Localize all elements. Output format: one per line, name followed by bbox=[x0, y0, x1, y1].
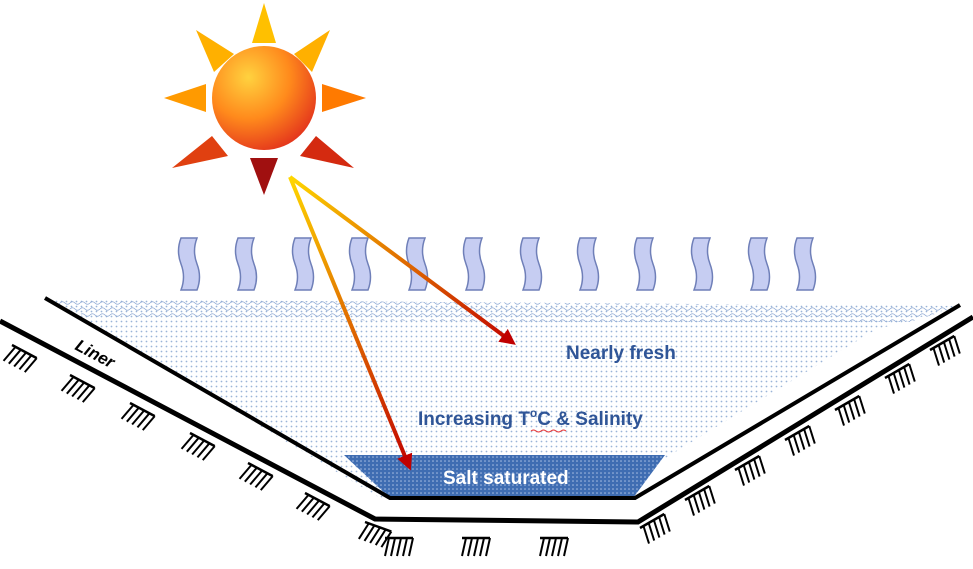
ray-to-salt-layer bbox=[288, 176, 413, 471]
spellcheck-underline bbox=[530, 429, 567, 433]
liner bbox=[0, 296, 973, 525]
zone-label-prefix: Increasing T bbox=[418, 409, 530, 430]
zone-label-nearly-fresh: Nearly fresh bbox=[566, 343, 676, 364]
zone-label-suffix: C & Salinity bbox=[537, 409, 643, 430]
zone-label-superscript: o bbox=[530, 406, 537, 420]
salt-saturated-layer bbox=[344, 455, 665, 498]
zone-label-increasing-temp-salinity: Increasing ToC & Salinity bbox=[418, 406, 643, 430]
evaporation-wave-icon bbox=[177, 237, 817, 291]
ray-to-fresh-layer bbox=[288, 175, 516, 345]
sun-icon bbox=[164, 3, 366, 195]
pond-water bbox=[45, 299, 960, 498]
zone-label-salt-saturated: Salt saturated bbox=[443, 468, 569, 489]
liner-label: Liner bbox=[72, 336, 119, 373]
sun-rays bbox=[288, 175, 516, 471]
